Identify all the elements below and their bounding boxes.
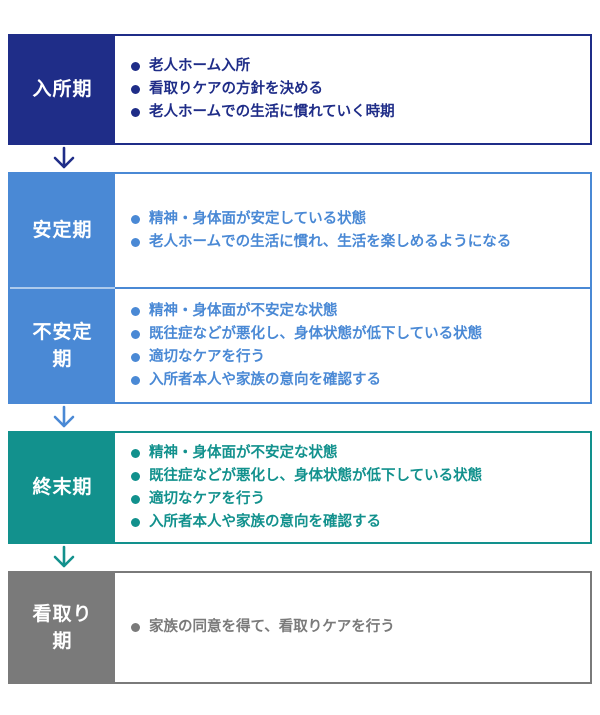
stage-admission: 入所期 老人ホーム入所 看取りケアの方針を決める 老人ホームでの生活に慣れていく… [8, 34, 592, 145]
list-item: 精神・身体面が不安定な状態 [129, 300, 584, 323]
item-text: 適切なケアを行う [149, 490, 265, 507]
down-arrow-icon [53, 146, 75, 169]
item-text: 看取りケアの方針を決める [149, 81, 323, 97]
item-text: 入所者本人や家族の意向を確認する [149, 371, 381, 388]
stage-label: 安定期 [10, 174, 115, 287]
bullet-icon [131, 517, 140, 527]
list-item: 入所者本人や家族の意向を確認する [129, 369, 584, 392]
item-text: 老人ホーム入所 [149, 58, 251, 74]
item-text: 精神・身体面が安定している状態 [149, 210, 367, 227]
stage-label: 終末期 [10, 433, 115, 542]
stage-label: 入所期 [10, 36, 115, 143]
bullet-icon [131, 108, 140, 117]
item-text: 精神・身体面が不安定な状態 [149, 302, 338, 319]
bullet-icon [131, 448, 140, 458]
bullet-icon [131, 494, 140, 504]
stage-content: 精神・身体面が安定している状態 老人ホームでの生活に慣れ、生活を楽しめるようにな… [115, 174, 590, 287]
item-text: 老人ホームでの生活に慣れ、生活を楽しめるようになる [149, 233, 512, 250]
bullet-icon [131, 471, 140, 481]
stage-label: 看取り期 [10, 573, 115, 682]
item-text: 精神・身体面が不安定な状態 [149, 444, 338, 461]
stage-stable: 安定期 精神・身体面が安定している状態 老人ホームでの生活に慣れ、生活を楽しめる… [10, 174, 590, 287]
bullet-icon [131, 214, 140, 224]
list-item: 老人ホームでの生活に慣れていく時期 [129, 101, 584, 124]
item-text: 老人ホームでの生活に慣れていく時期 [149, 104, 395, 120]
stage-label-divider [10, 287, 115, 289]
list-item: 入所者本人や家族の意向を確認する [129, 511, 584, 534]
item-text: 入所者本人や家族の意向を確認する [149, 513, 381, 530]
list-item: 家族の同意を得て、看取りケアを行う [129, 616, 584, 639]
stage-label-text: 看取り期 [32, 602, 93, 652]
item-text: 既往症などが悪化し、身体状態が低下している状態 [149, 325, 483, 342]
bullet-icon [131, 352, 140, 362]
list-item: 適切なケアを行う [129, 488, 584, 511]
item-text: 適切なケアを行う [149, 348, 265, 365]
stage-end-of-life: 看取り期 家族の同意を得て、看取りケアを行う [8, 571, 592, 684]
bullet-icon [131, 623, 140, 632]
down-arrow-icon [53, 405, 75, 428]
stage-label-text: 安定期 [32, 219, 93, 241]
stage-label: 不安定期 [10, 289, 115, 402]
list-item: 適切なケアを行う [129, 346, 584, 369]
stage-content: 老人ホーム入所 看取りケアの方針を決める 老人ホームでの生活に慣れていく時期 [115, 36, 590, 143]
list-item: 老人ホームでの生活に慣れ、生活を楽しめるようになる [129, 231, 584, 254]
bullet-icon [131, 306, 140, 316]
stage-content: 家族の同意を得て、看取りケアを行う [115, 573, 590, 682]
stage-unstable: 不安定期 精神・身体面が不安定な状態 既往症などが悪化し、身体状態が低下している… [10, 289, 590, 402]
stage-content: 精神・身体面が不安定な状態 既往症などが悪化し、身体状態が低下している状態 適切… [115, 289, 590, 402]
bullet-icon [131, 375, 140, 385]
list-item: 既往症などが悪化し、身体状態が低下している状態 [129, 323, 584, 346]
stage-content: 精神・身体面が不安定な状態 既往症などが悪化し、身体状態が低下している状態 適切… [115, 433, 590, 542]
list-item: 既往症などが悪化し、身体状態が低下している状態 [129, 465, 584, 488]
item-text: 家族の同意を得て、看取りケアを行う [149, 619, 395, 635]
bullet-icon [131, 62, 140, 71]
list-item: 精神・身体面が安定している状態 [129, 208, 584, 231]
stage-terminal: 終末期 精神・身体面が不安定な状態 既往症などが悪化し、身体状態が低下している状… [8, 431, 592, 544]
bullet-icon [131, 85, 140, 94]
bullet-icon [131, 329, 140, 339]
down-arrow-icon [53, 545, 75, 568]
bullet-icon [131, 237, 140, 247]
list-item: 看取りケアの方針を決める [129, 78, 584, 101]
stage-label-text: 入所期 [32, 78, 93, 100]
list-item: 老人ホーム入所 [129, 55, 584, 78]
list-item: 精神・身体面が不安定な状態 [129, 442, 584, 465]
stage-label-text: 終末期 [32, 476, 93, 498]
item-text: 既往症などが悪化し、身体状態が低下している状態 [149, 467, 483, 484]
stage-label-text: 不安定期 [32, 320, 93, 370]
stage-divider [10, 287, 590, 289]
stage-group-stable-unstable: 安定期 精神・身体面が安定している状態 老人ホームでの生活に慣れ、生活を楽しめる… [8, 172, 592, 404]
